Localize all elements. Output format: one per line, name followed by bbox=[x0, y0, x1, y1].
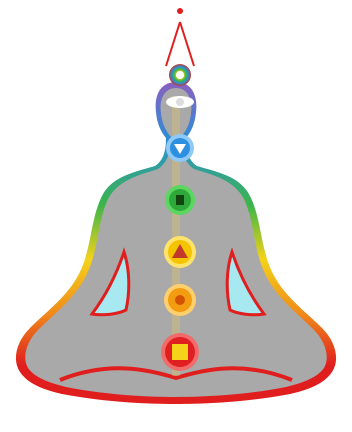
heart-chakra bbox=[165, 185, 195, 215]
throat-chakra bbox=[166, 134, 194, 162]
antenna-right-line bbox=[180, 22, 194, 66]
root-chakra bbox=[161, 333, 199, 371]
solar-plexus-chakra bbox=[164, 236, 196, 268]
crown-chakra bbox=[169, 64, 191, 86]
third-eye-chakra bbox=[166, 96, 194, 108]
antenna-left-line bbox=[166, 22, 180, 66]
top-dot bbox=[177, 8, 183, 14]
sacral-chakra bbox=[164, 284, 196, 316]
